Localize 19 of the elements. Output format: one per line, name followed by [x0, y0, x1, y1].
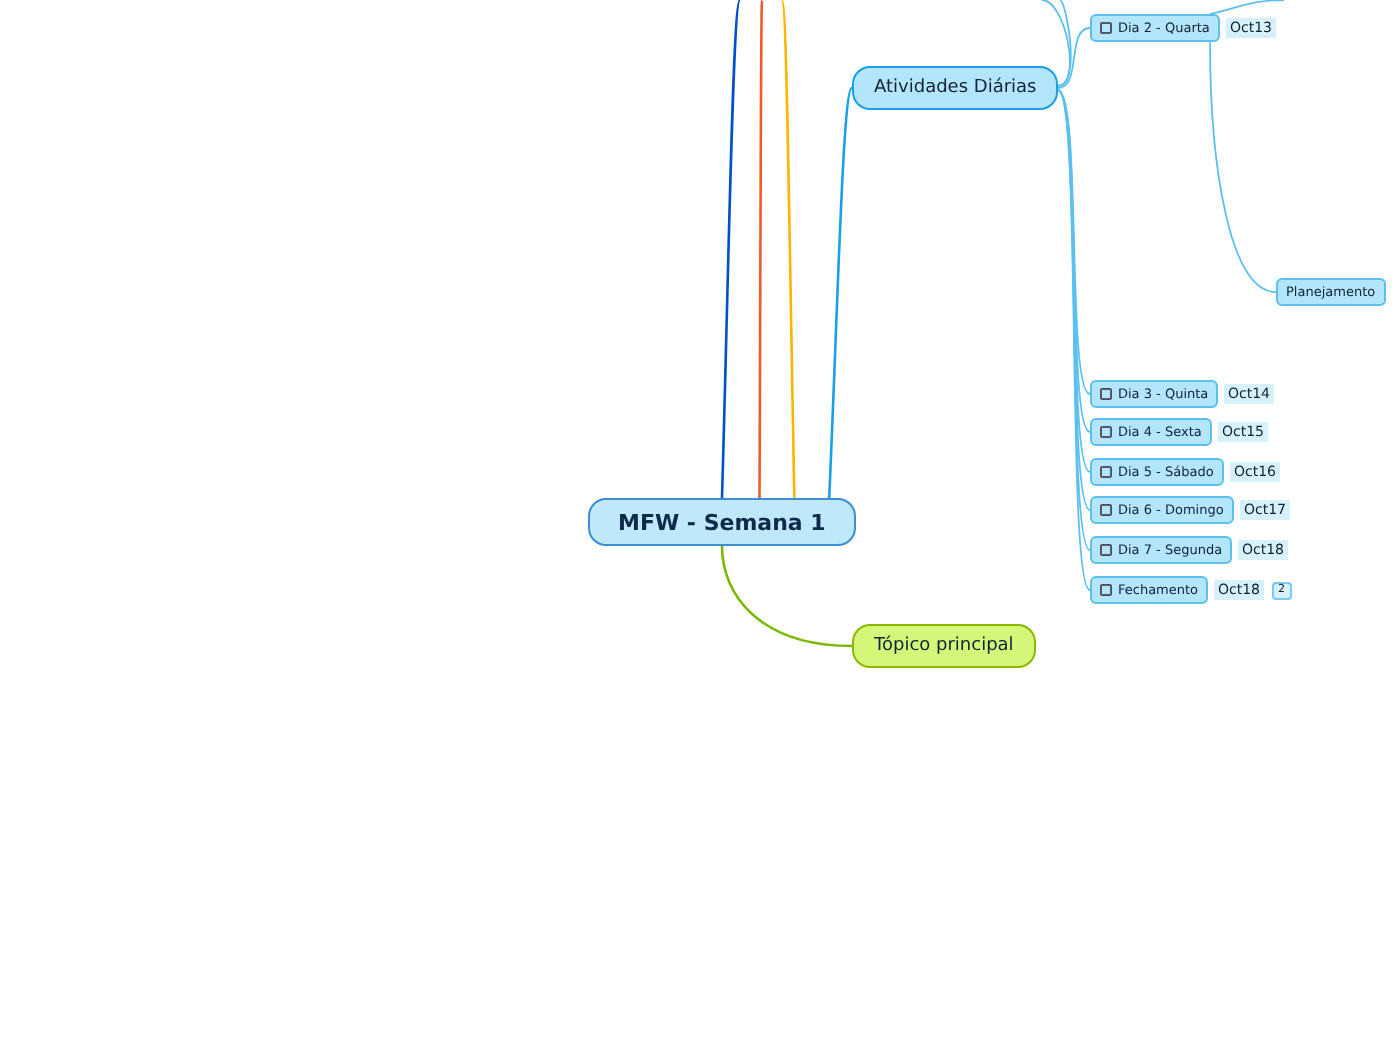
branch-line [827, 87, 854, 499]
branch-line [720, 545, 853, 648]
topic-box: Atividades Diárias [852, 66, 1059, 110]
topic-box: Tópico principal [852, 624, 1036, 668]
branch-line [1209, 0, 1285, 15]
branch-line [780, 0, 796, 499]
topic-box: MFW - Semana 1 [588, 498, 856, 546]
branch-line [720, 0, 742, 499]
branch-line [1209, 41, 1277, 293]
topic-box [1090, 536, 1233, 564]
topic-box [1090, 418, 1212, 446]
topic-box [1090, 576, 1209, 604]
topic-box [1090, 496, 1234, 524]
branch-line [1057, 0, 1072, 87]
topic-box [1090, 458, 1224, 486]
topic-box [1090, 14, 1220, 42]
branch-line [1057, 27, 1091, 89]
topic-box [1090, 380, 1219, 408]
branch-line [758, 0, 764, 498]
